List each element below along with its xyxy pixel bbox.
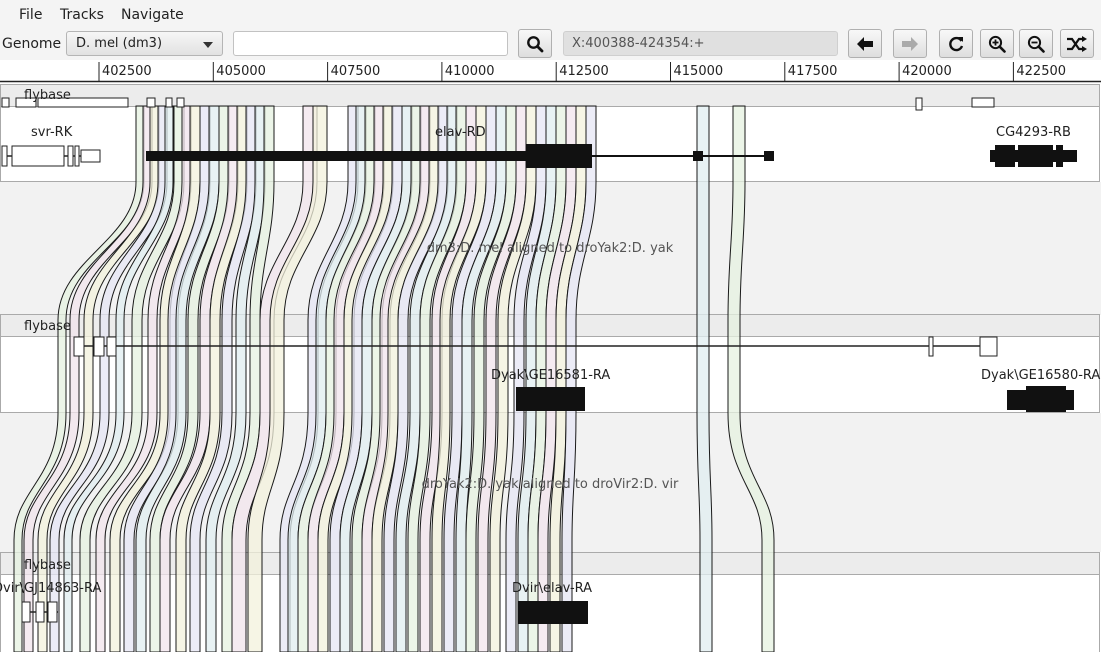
gene-elav-RD[interactable] bbox=[146, 144, 774, 168]
synteny-ribbon[interactable] bbox=[79, 105, 185, 652]
ruler-label: 405000 bbox=[216, 64, 266, 79]
synteny-ribbon[interactable] bbox=[49, 105, 168, 652]
zoom-out-button[interactable] bbox=[1019, 29, 1053, 58]
ruler-bg bbox=[0, 60, 1101, 82]
synteny-ribbon[interactable] bbox=[135, 105, 220, 652]
locus-field: X:400388-424354:+ bbox=[563, 31, 838, 56]
gene-Dvir-GJ14863-RA[interactable] bbox=[21, 601, 58, 623]
flybase-header-1[interactable] bbox=[0, 84, 1100, 107]
ruler-label: 410000 bbox=[445, 64, 495, 79]
arrow-left-icon bbox=[857, 36, 873, 51]
ruler-label: 402500 bbox=[102, 64, 152, 79]
chevron-down-icon bbox=[203, 42, 213, 48]
gene-label-Dyak-GE16581-RA: Dyak\GE16581-RA bbox=[491, 368, 610, 383]
genome-view[interactable]: 402500 405000 407500 410000 412500 415000 4175… bbox=[0, 60, 1101, 652]
ruler-label: 417500 bbox=[788, 64, 838, 79]
shuffle-icon bbox=[1067, 35, 1087, 52]
track-label-flybase-2: flybase bbox=[24, 319, 71, 334]
refresh-icon bbox=[949, 36, 964, 51]
ruler-label: 415000 bbox=[674, 64, 724, 79]
forward-button[interactable] bbox=[893, 29, 927, 58]
alignment-label-2: droYak2:D. yak aligned to droVir2:D. vir bbox=[422, 477, 679, 492]
gene-label-Dyak-GE16580-RA: Dyak\GE16580-RA bbox=[981, 368, 1100, 383]
zoom-in-icon bbox=[988, 35, 1006, 53]
locus-text: X:400388-424354:+ bbox=[572, 36, 705, 51]
shuffle-button[interactable] bbox=[1060, 29, 1094, 58]
synteny-ribbon[interactable] bbox=[489, 105, 537, 652]
ruler-label: 407500 bbox=[331, 64, 381, 79]
synteny-ribbon[interactable] bbox=[13, 105, 145, 652]
synteny-ribbon[interactable] bbox=[23, 105, 153, 652]
gene-label-svr-RK: svr-RK bbox=[31, 125, 73, 140]
menu-tracks[interactable]: Tracks bbox=[60, 7, 104, 23]
search-input[interactable] bbox=[233, 31, 508, 56]
synteny-ribbon[interactable] bbox=[189, 105, 257, 652]
gene-Dvir-elav-RA[interactable] bbox=[518, 601, 588, 624]
ruler-label: 412500 bbox=[559, 64, 609, 79]
track-labels: flybase svr-RK elav-RD CG4293-RB dm3:D. … bbox=[0, 88, 1100, 596]
ruler-label: 422500 bbox=[1016, 64, 1066, 79]
gene-svr-RK[interactable] bbox=[1, 145, 101, 167]
gene-Dyak-GE16580-RA[interactable] bbox=[1007, 386, 1074, 412]
synteny-ribbon[interactable] bbox=[727, 105, 775, 652]
synteny-ribbon[interactable] bbox=[561, 105, 597, 652]
toolbar: Genome D. mel (dm3) X:400388-424354:+ bbox=[0, 28, 1101, 60]
gene-CG4293-RB[interactable] bbox=[990, 145, 1077, 167]
gene-track2-long[interactable] bbox=[73, 336, 998, 357]
refresh-button[interactable] bbox=[939, 29, 973, 58]
gene-label-CG4293-RB: CG4293-RB bbox=[996, 125, 1071, 140]
synteny-ribbon[interactable] bbox=[221, 105, 275, 652]
gene-label-elav-RD: elav-RD bbox=[435, 125, 486, 140]
synteny-ribbon[interactable] bbox=[149, 105, 230, 652]
synteny-ribbon[interactable] bbox=[696, 105, 713, 652]
search-button[interactable] bbox=[518, 29, 552, 58]
gene-Dyak-GE16581-RA[interactable] bbox=[516, 387, 585, 411]
synteny-ribbon[interactable] bbox=[205, 105, 266, 652]
arrow-right-icon bbox=[902, 36, 918, 51]
track-label-flybase-3: flybase bbox=[24, 558, 71, 573]
track-label-flybase-1: flybase bbox=[24, 88, 71, 103]
gene-label-Dvir-elav-RA: Dvir\elav-RA bbox=[512, 581, 592, 596]
zoom-out-icon bbox=[1027, 35, 1045, 53]
synteny-ribbon[interactable] bbox=[95, 105, 192, 652]
menu-file[interactable]: File bbox=[19, 7, 43, 23]
synteny-ribbon[interactable] bbox=[63, 105, 174, 652]
zoom-in-button[interactable] bbox=[980, 29, 1014, 58]
synteny-ribbon[interactable] bbox=[247, 105, 328, 652]
synteny-ribbons bbox=[13, 105, 775, 652]
back-button[interactable] bbox=[848, 29, 882, 58]
genome-select-value: D. mel (dm3) bbox=[76, 36, 163, 51]
gene-models bbox=[1, 97, 1077, 624]
genome-label: Genome bbox=[2, 36, 62, 52]
ruler-label: 420000 bbox=[902, 64, 952, 79]
synteny-ribbon[interactable] bbox=[407, 105, 467, 652]
gene-label-Dvir-GJ14863-RA: Dvir\GJ14863-RA bbox=[0, 581, 101, 596]
menu-bar: File Tracks Navigate bbox=[0, 0, 1101, 28]
menu-navigate[interactable]: Navigate bbox=[121, 7, 184, 23]
synteny-ribbon[interactable] bbox=[505, 105, 547, 652]
synteny-ribbon[interactable] bbox=[37, 105, 160, 652]
genome-select[interactable]: D. mel (dm3) bbox=[66, 31, 223, 56]
alignment-label-1: dm3:D. mel aligned to droYak2:D. yak bbox=[427, 241, 674, 256]
ruler: 402500 405000 407500 410000 412500 415000 4175… bbox=[98, 62, 1066, 81]
search-icon bbox=[527, 35, 544, 52]
synteny-ribbon[interactable] bbox=[175, 105, 248, 652]
